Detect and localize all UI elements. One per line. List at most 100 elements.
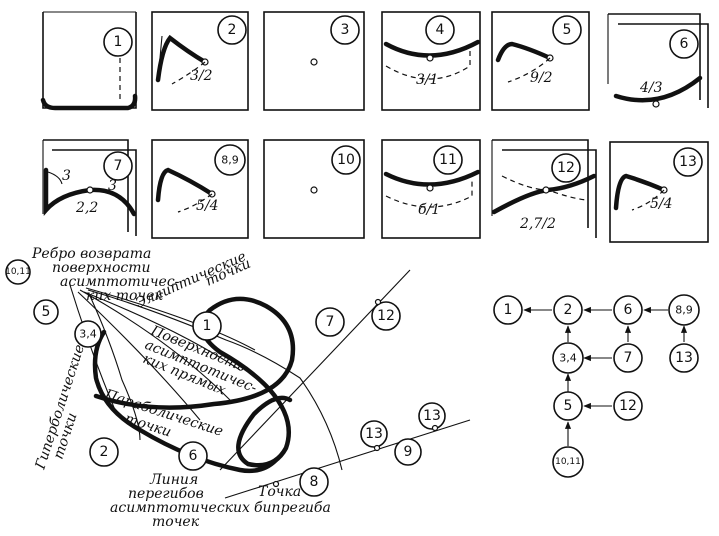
region-badge bbox=[360, 420, 388, 448]
panel-number-badge bbox=[551, 153, 581, 183]
region-badge bbox=[394, 438, 422, 466]
cusp-edge-label: Ребро возврата bbox=[31, 246, 151, 262]
panel-number-badge bbox=[103, 27, 133, 57]
panel-number: 6 bbox=[680, 36, 689, 52]
graph-node bbox=[552, 342, 584, 374]
flex-line-label: Линия bbox=[149, 472, 198, 488]
panel-number-badge bbox=[217, 15, 247, 45]
panel-number: 3 bbox=[341, 22, 350, 38]
panel-number-badge bbox=[214, 144, 246, 176]
cusp-edge-label: асимптотичес- bbox=[60, 274, 180, 290]
graph-node-label: 13 bbox=[675, 350, 693, 366]
graph-node-label: 8,9 bbox=[675, 304, 693, 317]
panel-10: 10 bbox=[263, 139, 365, 239]
graph-node-label: 5 bbox=[564, 398, 573, 414]
graph-node-label: 12 bbox=[619, 398, 637, 414]
panel-number-badge bbox=[552, 15, 582, 45]
panel-number-badge bbox=[331, 145, 361, 175]
panel-number-badge bbox=[103, 151, 133, 181]
panel-number: 10 bbox=[337, 152, 355, 168]
region-label: 5 bbox=[42, 304, 51, 320]
panel-5: 5 9/2 bbox=[491, 11, 590, 111]
region-label: 10,11 bbox=[5, 267, 31, 277]
graph-node-label: 10,11 bbox=[555, 457, 581, 467]
graph-node bbox=[669, 343, 699, 373]
graph-node-label: 7 bbox=[624, 350, 633, 366]
panel-index-label: б/1 bbox=[418, 202, 440, 218]
panel-mark-a: 3 bbox=[62, 168, 71, 184]
region-label: 7 bbox=[326, 314, 335, 330]
panel-index-label: 4/3 bbox=[639, 80, 663, 96]
biflex-label: бипрегиба bbox=[254, 500, 331, 516]
panel-6: 6 4/3 bbox=[607, 13, 709, 108]
panel-number: 7 bbox=[114, 158, 123, 174]
graph-node bbox=[553, 295, 583, 325]
panel-number: 4 bbox=[436, 22, 445, 38]
region-badge bbox=[33, 299, 59, 325]
panel-3: 3 bbox=[263, 11, 365, 111]
region-label: 1 bbox=[203, 318, 212, 334]
surface-map: 10,11 5 3,4 1 7 12 13 13 9 2 6 8 Ребро в… bbox=[5, 246, 471, 530]
graph-node bbox=[553, 391, 583, 421]
graph-node bbox=[613, 343, 643, 373]
panel-mark-b: 3 bbox=[108, 178, 117, 194]
panel-index-label: 9/2 bbox=[530, 70, 553, 86]
biflex-label: Точка bbox=[258, 484, 301, 500]
panel-index-label: 3/2 bbox=[190, 68, 213, 84]
graph-node bbox=[613, 295, 643, 325]
region-badge bbox=[5, 259, 31, 285]
panel-number-badge bbox=[433, 145, 463, 175]
panel-number-badge bbox=[673, 147, 703, 177]
region-label: 9 bbox=[404, 444, 413, 460]
region-label: 13 bbox=[423, 408, 441, 424]
panel-2: 2 3/2 bbox=[151, 11, 249, 111]
region-label: 8 bbox=[310, 474, 319, 490]
region-badge bbox=[74, 320, 102, 348]
region-badge bbox=[178, 441, 208, 471]
flex-line-label: перегибов bbox=[128, 486, 204, 502]
panel-number-badge bbox=[330, 15, 360, 45]
panel-number-badge bbox=[425, 15, 455, 45]
panel-number-badge bbox=[669, 29, 699, 59]
panel-number: 13 bbox=[679, 154, 697, 170]
region-badge bbox=[371, 301, 401, 331]
panel-8-9: 8,9 5/4 bbox=[151, 139, 249, 239]
graph-node-label: 6 bbox=[624, 302, 633, 318]
panel-number: 12 bbox=[557, 160, 575, 176]
graph-node bbox=[613, 391, 643, 421]
graph-node bbox=[493, 295, 523, 325]
panel-index-label: 2,7/2 bbox=[519, 216, 556, 232]
cusp-edge-label: ких точек bbox=[86, 288, 163, 304]
graph-node bbox=[552, 446, 584, 478]
region-label: 12 bbox=[377, 308, 395, 324]
graph-node-label: 2 bbox=[564, 302, 573, 318]
panel-13: 13 5/4 bbox=[609, 141, 709, 243]
panel-index-label: 5/4 bbox=[196, 198, 219, 214]
graph-node bbox=[668, 294, 700, 326]
panel-1: 1 bbox=[40, 11, 138, 111]
region-label: 13 bbox=[365, 426, 383, 442]
panel-12: 12 2,7/2 bbox=[491, 139, 597, 238]
adjacency-graph: 1 2 6 8,9 3,4 7 13 5 12 10,11 bbox=[493, 294, 700, 478]
graph-node-label: 3,4 bbox=[559, 352, 577, 365]
panel-number: 11 bbox=[439, 152, 457, 168]
region-label: 3,4 bbox=[79, 328, 97, 341]
panel-number: 5 bbox=[563, 22, 572, 38]
panel-4: 4 3/1 bbox=[381, 11, 481, 111]
flex-line-label: точек bbox=[152, 514, 200, 530]
panel-number: 2 bbox=[228, 22, 237, 38]
region-badge bbox=[299, 467, 329, 497]
region-badge bbox=[418, 402, 446, 430]
graph-node-label: 1 bbox=[504, 302, 513, 318]
panel-11: 11 б/1 bbox=[381, 139, 481, 239]
panel-index-label: 2,2 bbox=[75, 200, 98, 216]
region-badge bbox=[315, 307, 345, 337]
panel-index-label: 5/4 bbox=[650, 196, 673, 212]
region-badge bbox=[89, 437, 119, 467]
region-badge bbox=[192, 311, 222, 341]
panel-7: 7 3 3 2,2 bbox=[42, 139, 137, 236]
region-label: 2 bbox=[100, 444, 109, 460]
panel-number: 8,9 bbox=[221, 154, 239, 167]
panel-index-label: 3/1 bbox=[416, 72, 439, 88]
